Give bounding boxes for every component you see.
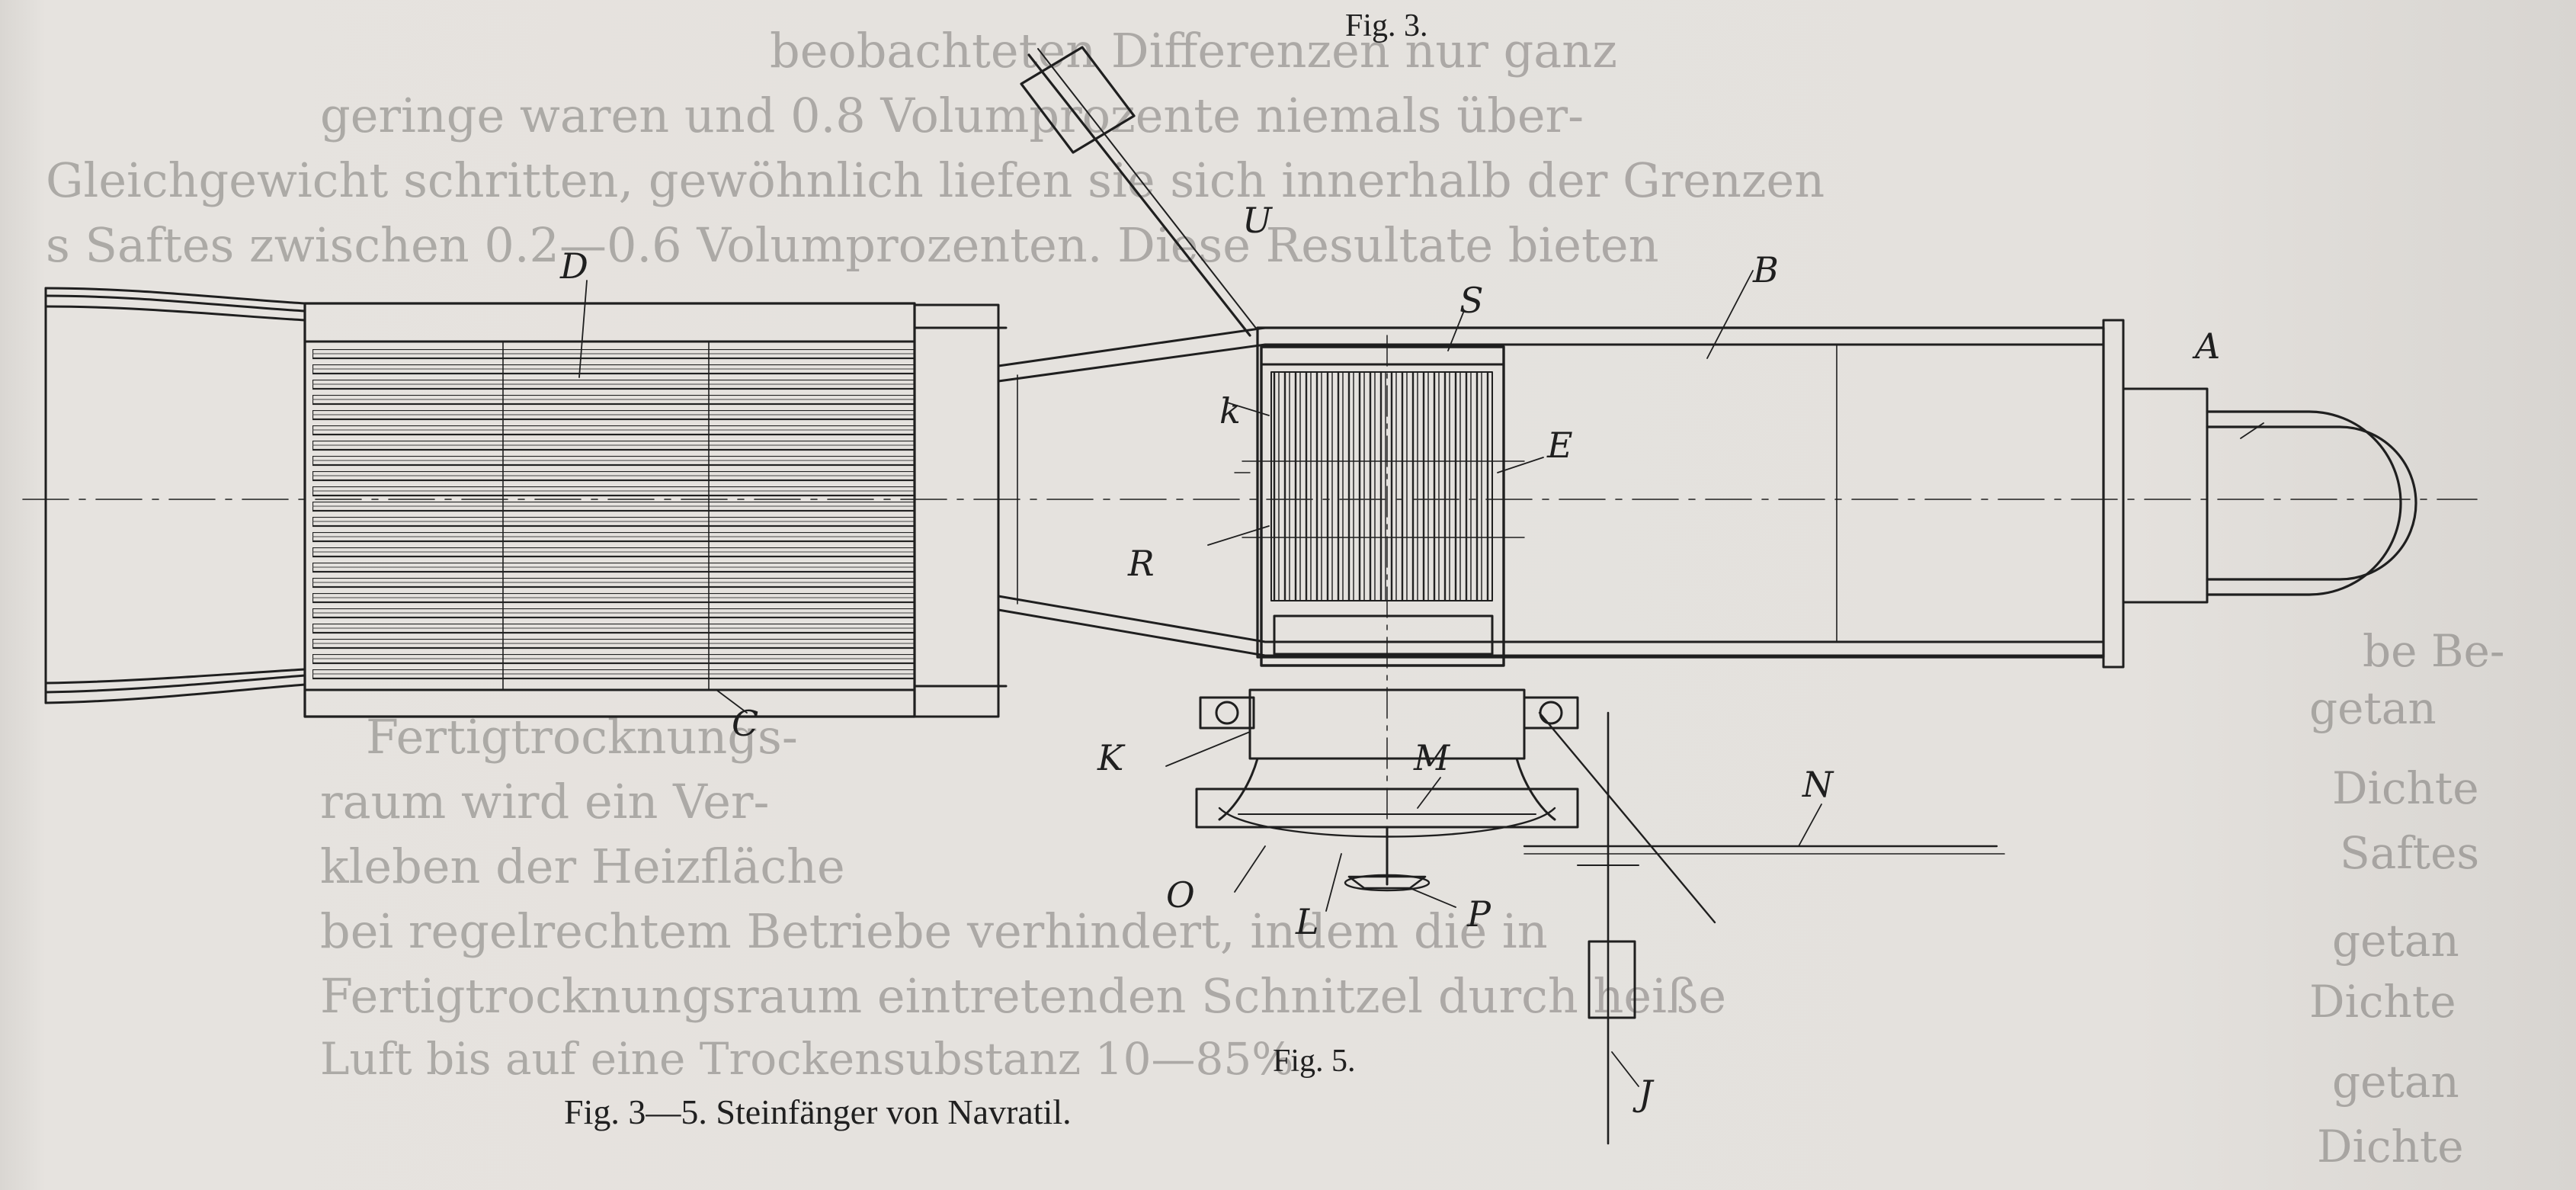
label-s: S [1459,280,1484,321]
bleed-line-9: Fertigtrocknungsraum eintretenden Schnit… [320,968,1727,1024]
label-m: M [1413,737,1451,778]
label-b: B [1752,249,1779,290]
sediment-box-k [1195,688,1579,892]
screen-basket-e [1234,335,1525,877]
bleed-line-4: s Saftes zwischen 0.2—0.6 Volumprozenten… [46,217,1659,273]
label-k-small: k [1219,390,1241,431]
label-u: U [1242,200,1274,241]
bleed-line-7: kleben der Heizfläche [320,839,845,894]
leader-lines [578,270,2264,1087]
label-o: O [1166,874,1195,916]
rod-n-and-weight-j [1523,711,2005,1145]
bleed-line-3: Gleichgewicht schritten, gewöhnlich lief… [46,152,1825,208]
housing-b [1256,319,2209,669]
bleed-line-8: bei regelrechtem Betriebe verhindert, in… [320,903,1548,959]
label-r: R [1127,543,1155,584]
lever-u [1020,46,1258,337]
label-p: P [1466,893,1491,935]
label-l: L [1295,901,1319,942]
bleed-margin-2: Dichte [2332,762,2479,814]
label-n: N [1802,764,1834,805]
handle-loop-a [2206,410,2417,596]
inlet-duct [44,287,306,704]
chamber-d [303,302,1008,718]
bleed-margin-4: getan [2332,915,2459,967]
label-e: E [1546,425,1573,466]
bleed-margin-3: Saftes [2340,827,2480,879]
bleed-line-2: geringe waren und 0.8 Volumprozente niem… [320,88,1584,143]
label-j: J [1632,1073,1655,1114]
fig3-label: Fig. 3. [1345,8,1428,43]
bleed-line-1: beobachteten Differenzen nur ganz [770,23,1617,79]
bleed-margin-8: be Be- [2363,625,2505,677]
bleed-line-5: Fertigtrocknungs- [366,709,798,765]
figure-caption: Fig. 3—5. Steinfänger von Navratil. [564,1092,1072,1131]
label-d: D [559,245,588,287]
transition-duct [997,326,2105,657]
bleed-margin-6: getan [2332,1056,2459,1108]
bleed-margin-7: Dichte [2317,1121,2464,1172]
bleed-margin-5: Dichte [2309,976,2456,1028]
label-a: A [2192,326,2220,367]
bleed-margin-1: getan [2309,682,2437,734]
label-k: K [1097,737,1126,778]
bleed-line-6: raum wird ein Ver- [320,774,770,829]
label-c: C [732,703,758,744]
fig5-label: Fig. 5. [1273,1044,1356,1079]
bleed-line-10: Luft bis auf eine Trockensubstanz 10—85% [320,1033,1294,1085]
